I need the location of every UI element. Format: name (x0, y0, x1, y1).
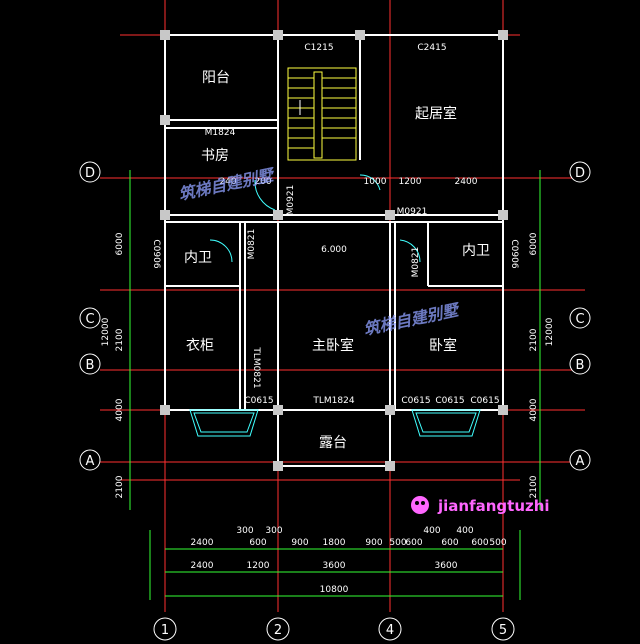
dim-200: 200 (254, 177, 271, 187)
axis-bubble-col-1 (153, 617, 177, 641)
dim-bottom-9: 600 (405, 538, 422, 548)
dim-row2-3: 3600 (323, 561, 346, 571)
axis-label-row-c-left: C (85, 312, 94, 327)
axis-label-col-4: 4 (386, 623, 394, 638)
axis-label-row-c-right: C (575, 312, 584, 327)
code-c0615-b: C0615 (401, 396, 430, 406)
room-bath-left: 内卫 (184, 250, 212, 266)
axis-bubble-col-4 (378, 617, 402, 641)
staircase (287, 67, 357, 161)
dim-bottom-12: 400 (456, 526, 473, 536)
dim-left-3: 12000 (101, 317, 111, 346)
room-master: 主卧室 (312, 337, 354, 354)
axis-label-col-2: 2 (274, 623, 282, 638)
dim-2400: 2400 (455, 177, 478, 187)
axis-bubble-row-c-left (79, 307, 101, 329)
dim-bottom-14: 500 (489, 538, 506, 548)
dim-left-4: 4000 (115, 398, 125, 421)
dim-bottom-3: 600 (249, 538, 266, 548)
room-terrace: 露台 (319, 435, 347, 451)
code-tlm1824: TLM1824 (312, 396, 354, 406)
chat-bubble-icon (411, 496, 429, 514)
axis-bubble-row-b-right (569, 353, 591, 375)
dim-row2-2: 1200 (247, 561, 270, 571)
axis-bubble-col-2 (266, 617, 290, 641)
code-m1824: M1824 (205, 128, 236, 138)
dim-row2-4: 3600 (435, 561, 458, 571)
axis-label-col-1: 1 (161, 623, 169, 638)
dim-left-2: 2100 (115, 328, 125, 351)
site-badge: jianfangtuzhi (411, 496, 550, 515)
code-c1215: C1215 (304, 43, 333, 53)
axis-bubble-row-d-right (569, 161, 591, 183)
axis-label-row-b-right: B (576, 358, 585, 373)
dim-right-2: 2100 (529, 328, 539, 351)
room-bath-right: 内卫 (462, 243, 490, 259)
dimension-lines (129, 170, 541, 600)
axis-label-row-d-right: D (575, 166, 585, 181)
walls (164, 34, 504, 467)
code-m0821-b: M0821 (411, 247, 421, 278)
dim-bottom-13: 600 (471, 538, 488, 548)
door-swings (209, 174, 421, 263)
axis-label-row-a-left: A (86, 454, 95, 469)
dim-left-5: 2100 (115, 475, 125, 498)
dim-bottom-10: 400 (423, 526, 440, 536)
axis-label-row-a-right: A (576, 454, 585, 469)
room-living: 起居室 (415, 105, 457, 122)
code-c0615-d: C0615 (470, 396, 499, 406)
site-name: jianfangtuzhi (437, 497, 550, 515)
dim-bottom-5: 900 (291, 538, 308, 548)
axis-bubbles (79, 161, 591, 641)
dim-right-5: 2100 (529, 475, 539, 498)
dim-bottom-7: 900 (365, 538, 382, 548)
code-c0906-b: C0906 (509, 239, 519, 268)
axis-bubble-col-5 (491, 617, 515, 641)
code-m0921-b: M0921 (397, 207, 428, 217)
dim-bottom-8: 500 (389, 538, 406, 548)
code-tlm0821: TLM0821 (251, 346, 261, 388)
dim-bottom-4: 300 (265, 526, 282, 536)
room-study: 书房 (201, 148, 229, 164)
dim-bottom-1: 2400 (191, 538, 214, 548)
room-bedroom: 卧室 (429, 337, 457, 354)
dim-bottom-2: 300 (236, 526, 253, 536)
room-wardrobe: 衣柜 (186, 338, 214, 354)
axis-bubble-row-c-right (569, 307, 591, 329)
columns (160, 30, 508, 471)
axis-label-col-5: 5 (499, 623, 507, 638)
level-mark: 6.000 (321, 245, 347, 255)
dim-1200: 1200 (399, 177, 422, 187)
dim-right-3: 12000 (545, 317, 555, 346)
watermark-mid: 筑梯自建别墅 (362, 300, 463, 339)
axis-bubble-row-d-left (79, 161, 101, 183)
code-m0821-a: M0821 (247, 229, 257, 260)
code-c0615-a: C0615 (244, 396, 273, 406)
code-m0921-a: M0921 (286, 185, 296, 216)
code-c0615-c: C0615 (435, 396, 464, 406)
axis-bubble-row-a-left (79, 449, 101, 471)
axis-label-row-d-left: D (85, 166, 95, 181)
dim-right-4: 4000 (529, 398, 539, 421)
dim-total: 10800 (320, 585, 349, 595)
dim-240: 240 (219, 177, 236, 187)
bay-windows (189, 409, 481, 437)
axis-bubble-row-a-right (569, 449, 591, 471)
dim-left-1: 6000 (115, 232, 125, 255)
dim-right-1: 6000 (529, 232, 539, 255)
dim-1000: 1000 (364, 177, 387, 187)
code-c0906-a: C0906 (151, 239, 161, 268)
watermark-top: 筑梯自建别墅 (177, 165, 278, 204)
code-c2415: C2415 (417, 43, 446, 53)
room-balcony: 阳台 (202, 70, 230, 86)
axis-label-row-b-left: B (86, 358, 95, 373)
axis-bubble-row-b-left (79, 353, 101, 375)
axis-lines (100, 0, 585, 612)
dim-bottom-11: 600 (441, 538, 458, 548)
dim-row2-1: 2400 (191, 561, 214, 571)
dim-bottom-6: 1800 (323, 538, 346, 548)
